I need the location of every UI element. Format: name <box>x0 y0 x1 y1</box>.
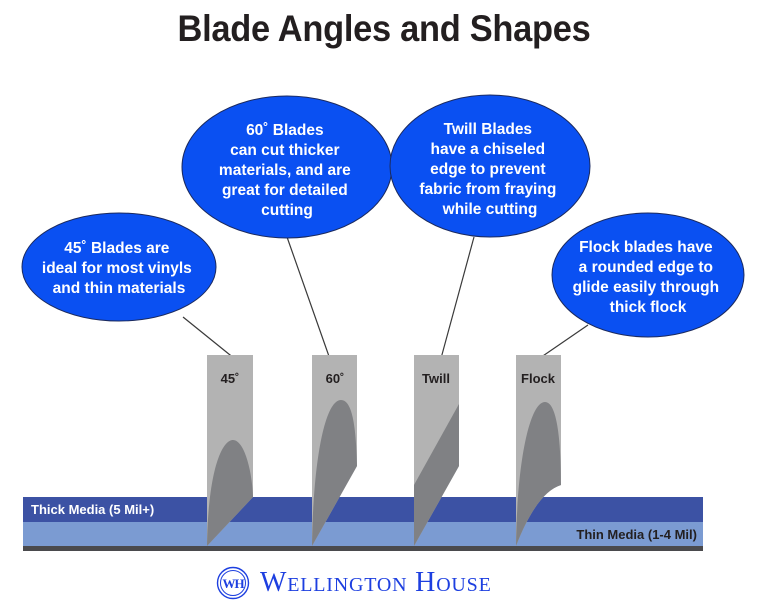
bubble-flock-line: glide easily through <box>573 279 719 296</box>
blade-flock-label: Flock <box>521 371 556 386</box>
blade-flock: Flock <box>516 355 561 546</box>
bubble-flock-line: a rounded edge to <box>579 259 713 276</box>
bubble-flock-line: thick flock <box>610 299 687 316</box>
bubble-twill-line: while cutting <box>442 201 538 218</box>
svg-text:Twill Blades have a chis: Twill Blades have a chiseled edge to pre… <box>419 121 560 218</box>
wellington-house-logo: WH Wellington House <box>216 565 492 601</box>
blade-45-label: 45˚ <box>221 371 240 386</box>
blade-60: 60˚ <box>312 355 357 546</box>
logo-name: Wellington House <box>260 567 492 598</box>
connector-twill <box>439 236 475 363</box>
bubble-45: 45˚ Blades are ideal for most vinyls and… <box>21 212 217 322</box>
svg-text:45˚ Blades are ideal for: 45˚ Blades are ideal for most vinyls and… <box>42 240 196 297</box>
bubble-60-line: 60˚ Blades <box>246 122 324 139</box>
bubble-twill-line: fabric from fraying <box>419 181 556 198</box>
bubble-45-line: ideal for most vinyls <box>42 260 192 277</box>
bubble-45-line: and thin materials <box>53 280 186 297</box>
svg-text:60˚ Blades can cut thick: 60˚ Blades can cut thicker materials, an… <box>219 122 355 219</box>
bubble-twill: Twill Blades have a chiseled edge to pre… <box>389 94 591 238</box>
blade-twill-label: Twill <box>422 371 450 386</box>
bubble-twill-line: Twill Blades <box>444 121 532 138</box>
thick-media-label: Thick Media (5 Mil+) <box>31 502 154 517</box>
bubble-flock: Flock blades have a rounded edge to glid… <box>551 212 745 338</box>
thin-media-label: Thin Media (1-4 Mil) <box>576 527 697 542</box>
media-layers: Thick Media (5 Mil+) Thin Media (1-4 Mil… <box>23 497 703 551</box>
wh-emblem-icon: WH <box>216 566 250 600</box>
connector-45 <box>182 316 236 360</box>
page-title: Blade Angles and Shapes <box>177 8 591 49</box>
blade-45: 45˚ <box>207 355 253 546</box>
base-line <box>23 546 703 551</box>
blade-twill: Twill <box>414 355 459 546</box>
connector-60 <box>286 236 332 363</box>
connector-flock <box>536 324 589 361</box>
connector-lines <box>182 236 589 363</box>
bubble-flock-shape <box>551 212 745 338</box>
wh-emblem-text: WH <box>222 576 244 591</box>
blade-60-label: 60˚ <box>326 371 345 386</box>
thick-media-layer <box>23 497 703 522</box>
thin-media-layer <box>23 522 703 546</box>
blade-flock-edge <box>516 402 561 546</box>
bubble-twill-line: have a chiseled <box>431 141 546 158</box>
bubble-45-shape <box>21 212 217 322</box>
bubble-flock-line: Flock blades have <box>579 239 713 256</box>
bubble-60-line: great for detailed <box>222 182 348 199</box>
bubble-60-line: cutting <box>261 202 313 219</box>
bubble-twill-shape <box>389 94 591 238</box>
blade-60-edge <box>312 400 357 546</box>
svg-text:Flock blades have a roun: Flock blades have a rounded edge to glid… <box>573 239 724 316</box>
blade-45-edge <box>207 440 253 546</box>
bubble-60: 60˚ Blades can cut thicker materials, an… <box>181 95 393 239</box>
bubble-45-line: 45˚ Blades are <box>64 240 169 257</box>
bubble-60-line: materials, and are <box>219 162 351 179</box>
bubble-twill-line: edge to prevent <box>430 161 545 178</box>
bubble-60-line: can cut thicker <box>230 142 339 159</box>
blade-twill-edge <box>414 404 459 546</box>
